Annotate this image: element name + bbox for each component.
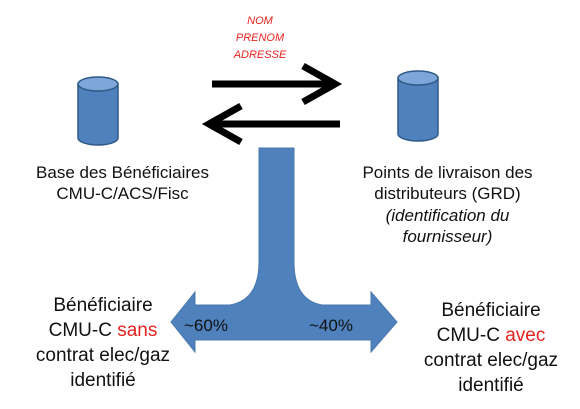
ben-left-highlight: sans	[117, 320, 158, 342]
ben-left-line4: identifié	[70, 370, 136, 392]
right-database-icon	[397, 70, 439, 142]
left-database-label: Base des Bénéficiaires CMU-C/ACS/Fisc	[15, 162, 230, 205]
arrow-left-icon	[201, 102, 340, 146]
right-db-line4: fournisseur)	[402, 226, 493, 246]
field-adresse: ADRESSE	[233, 49, 287, 62]
right-percentage: ~40%	[309, 316, 353, 335]
beneficiary-without-contract: Bénéficiaire CMU-C sans contrat elec/gaz…	[18, 293, 188, 393]
right-db-line2: distributeurs (GRD)	[374, 184, 521, 204]
ben-right-prefix: CMU-C	[436, 325, 500, 347]
ben-left-line2: CMU-C sans	[18, 318, 188, 343]
split-flow-arrow	[170, 147, 398, 354]
right-db-line3: (identification du	[385, 205, 510, 225]
right-db-line1: Points de livraison des	[362, 163, 533, 182]
ben-left-line1: Bénéficiaire	[53, 295, 153, 316]
left-db-line1: Base des Bénéficiaires	[36, 163, 209, 182]
left-database-icon	[77, 76, 119, 146]
right-database-label: Points de livraison des distributeurs (G…	[335, 162, 560, 247]
ben-left-line3: contrat elec/gaz	[35, 345, 171, 367]
ben-right-highlight: avec	[505, 325, 546, 347]
left-db-line2: CMU-C/ACS/Fisc	[56, 184, 189, 204]
field-nom: NOM	[247, 15, 273, 27]
beneficiary-with-contract: Bénéficiaire CMU-C avec contrat elec/gaz…	[402, 298, 580, 398]
ben-right-line3: contrat elec/gaz	[423, 350, 559, 372]
ben-right-line2: CMU-C avec	[402, 323, 580, 348]
left-percentage: ~60%	[184, 316, 228, 335]
ben-left-prefix: CMU-C	[48, 320, 112, 342]
field-prenom: PRENOM	[235, 32, 285, 45]
ben-right-line4: identifié	[458, 375, 524, 397]
ben-right-line1: Bénéficiaire	[441, 300, 541, 321]
arrow-right-icon	[212, 62, 343, 106]
exchange-fields: NOM PRENOM ADRESSE	[210, 13, 310, 64]
